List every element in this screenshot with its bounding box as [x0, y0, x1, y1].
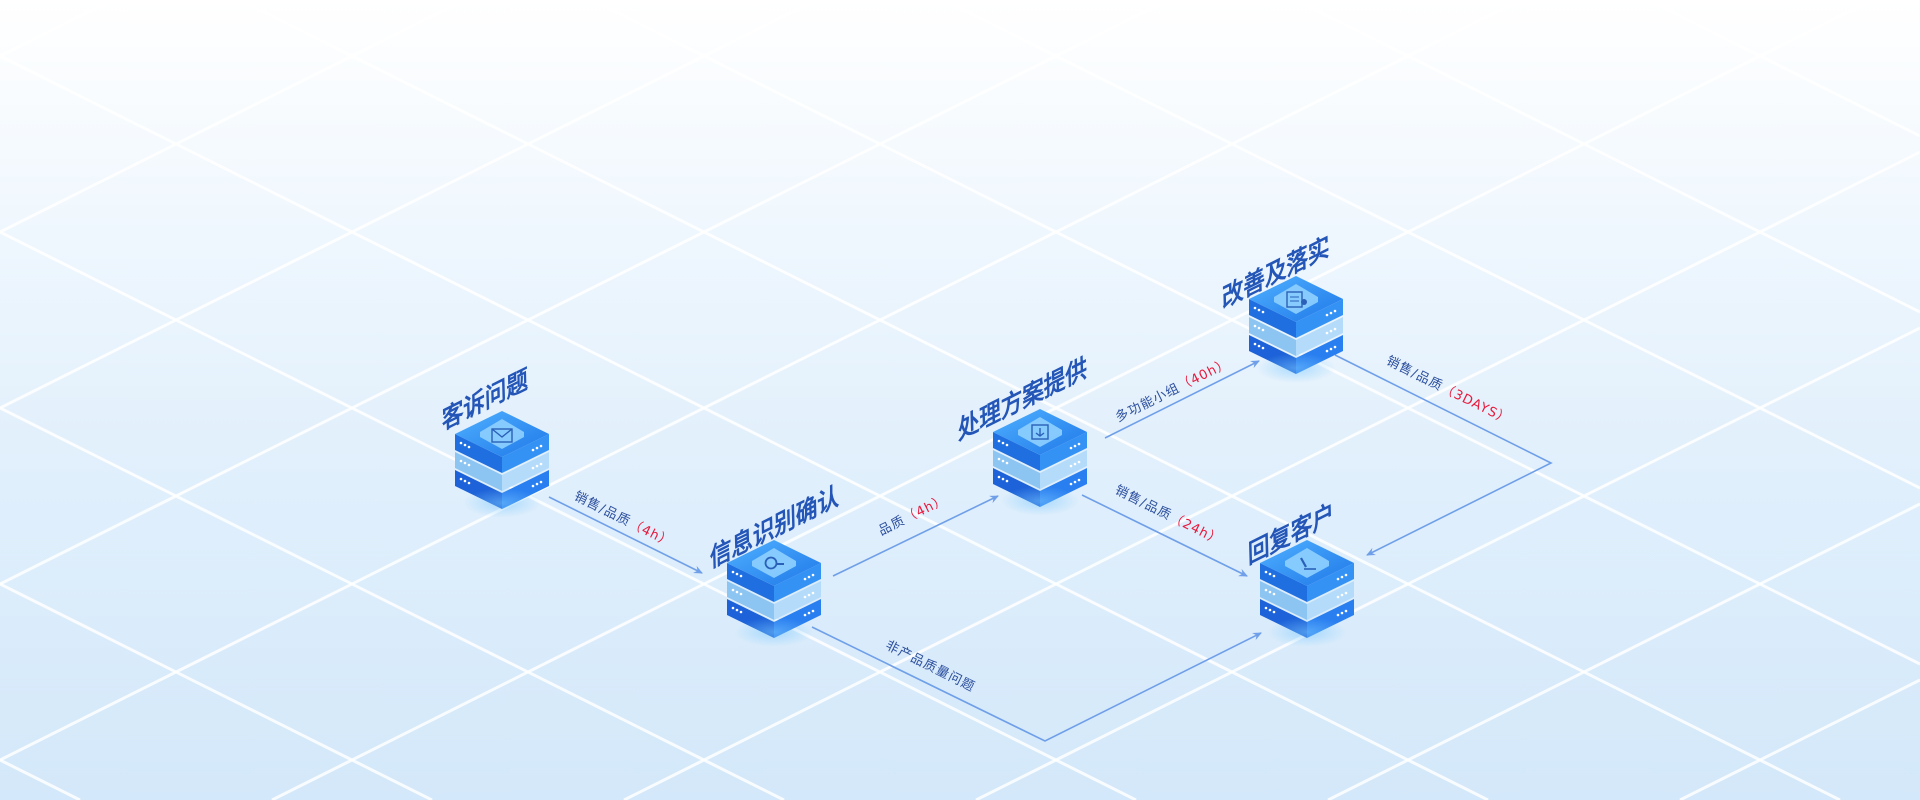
grid-line — [0, 54, 1489, 800]
grid-line — [0, 0, 1520, 760]
grid-line — [0, 0, 113, 58]
grid-line — [0, 0, 817, 410]
node-reply[interactable] — [1257, 532, 1357, 647]
grid-line — [1679, 678, 1920, 800]
grid-line — [975, 326, 1920, 800]
grid-line — [0, 230, 1137, 800]
arrow-improve-to-reply — [1334, 354, 1553, 556]
arrow-identify-to-reply — [811, 626, 1262, 742]
arrow-solution-to-reply — [1081, 494, 1248, 577]
node-identify[interactable] — [724, 532, 824, 647]
grid-line — [0, 758, 81, 800]
grid-line — [1647, 0, 1920, 138]
arrow-identify-to-solution — [832, 495, 999, 577]
arrow-solution-to-improve — [1104, 360, 1260, 439]
node-complaint[interactable] — [452, 403, 552, 518]
grid-line — [0, 0, 465, 234]
arrow-complaint-to-identify — [548, 496, 703, 574]
node-improve[interactable] — [1246, 268, 1346, 383]
node-solution[interactable] — [990, 401, 1090, 516]
grid-line — [623, 150, 1920, 800]
grid-line — [1295, 0, 1920, 314]
grid-line — [0, 0, 1169, 586]
grid-line — [0, 582, 433, 800]
grid-line — [943, 0, 1920, 490]
grid-line — [239, 0, 1841, 800]
grid-line — [0, 406, 785, 800]
grid-line — [271, 0, 1873, 800]
mail-icon — [455, 411, 549, 509]
grid-line — [1327, 502, 1920, 800]
